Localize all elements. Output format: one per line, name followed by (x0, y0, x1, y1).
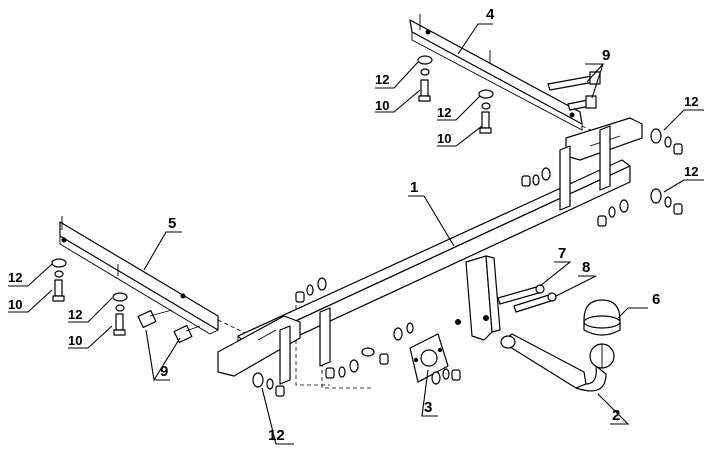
callout-10-left-a: 10 (8, 297, 22, 312)
leader-lines (8, 23, 704, 445)
plate-part-3 (409, 333, 449, 383)
nut-set-bottom-left (252, 372, 285, 397)
callout-12-right-b: 12 (684, 164, 698, 179)
callout-4: 4 (486, 6, 495, 23)
callout-3: 3 (424, 399, 432, 416)
washer-bolt-set-left-a (51, 258, 67, 302)
pins-part-7-8 (497, 284, 557, 313)
callout-2: 2 (612, 407, 620, 424)
callout-12-top-b: 12 (437, 105, 451, 120)
callout-12-bottom: 12 (268, 427, 285, 444)
callout-8: 8 (582, 259, 590, 276)
callout-12-right-a: 12 (684, 94, 698, 109)
nut-sets-left (295, 277, 461, 385)
ball-arm-part-2 (500, 333, 615, 392)
callout-6: 6 (652, 291, 660, 308)
callout-10-top-a: 10 (375, 98, 389, 113)
bolts-part-9-left (137, 309, 201, 343)
callout-9-top: 9 (602, 47, 610, 64)
callout-12-top-a: 12 (375, 72, 389, 87)
callout-10-left-b: 10 (68, 333, 82, 348)
callout-10-top-b: 10 (437, 131, 451, 146)
callout-labels: 4 5 1 3 2 6 7 8 9 9 12 10 12 10 12 12 12… (8, 6, 698, 444)
callout-9-bottom: 9 (160, 363, 168, 380)
bracket-part-5 (59, 216, 219, 335)
callout-5: 5 (168, 215, 176, 232)
callout-12-left-b: 12 (68, 307, 82, 322)
washer-bolt-set-top-left (417, 55, 433, 102)
bracket-part-4 (409, 14, 583, 131)
washer-bolt-set-left-b (112, 292, 128, 336)
ball-cap-part-6 (583, 299, 621, 336)
callout-7: 7 (558, 245, 566, 262)
callout-12-left-a: 12 (8, 270, 22, 285)
washer-bolt-set-top-right (478, 89, 494, 134)
callout-1: 1 (410, 179, 418, 196)
crossmember-part-1 (217, 117, 643, 385)
nut-sets-right (521, 128, 683, 227)
